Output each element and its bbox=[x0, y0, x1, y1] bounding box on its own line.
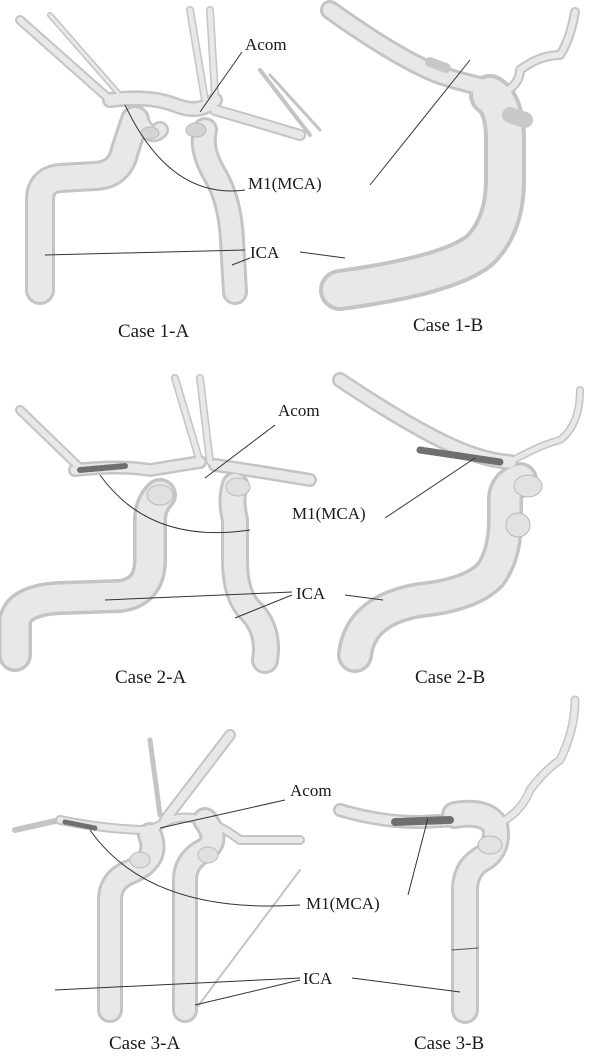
ica-label: ICA bbox=[303, 970, 332, 987]
ica-label: ICA bbox=[296, 585, 325, 602]
panel-case-2a-vessels bbox=[15, 378, 310, 660]
panel-case-3b-vessels bbox=[340, 700, 575, 1010]
m1-mca-label: M1(MCA) bbox=[306, 895, 380, 912]
caption-case-3b: Case 3-B bbox=[414, 1034, 484, 1053]
acom-label: Acom bbox=[278, 402, 320, 419]
panel-case-3a-vessels bbox=[15, 735, 300, 1010]
m1-mca-label: M1(MCA) bbox=[292, 505, 366, 522]
caption-case-3a: Case 3-A bbox=[109, 1034, 180, 1053]
caption-case-2b: Case 2-B bbox=[415, 668, 485, 687]
acom-label: Acom bbox=[245, 36, 287, 53]
m1-mca-label: M1(MCA) bbox=[248, 175, 322, 192]
acom-label: Acom bbox=[290, 782, 332, 799]
panel-case-1b-vessels bbox=[330, 10, 575, 290]
panel-case-2b-vessels bbox=[340, 380, 580, 655]
caption-case-1b: Case 1-B bbox=[413, 316, 483, 335]
ica-label: ICA bbox=[250, 244, 279, 261]
caption-case-1a: Case 1-A bbox=[118, 322, 189, 341]
caption-case-2a: Case 2-A bbox=[115, 668, 186, 687]
panel-case-1b-leader-lines bbox=[300, 60, 470, 258]
